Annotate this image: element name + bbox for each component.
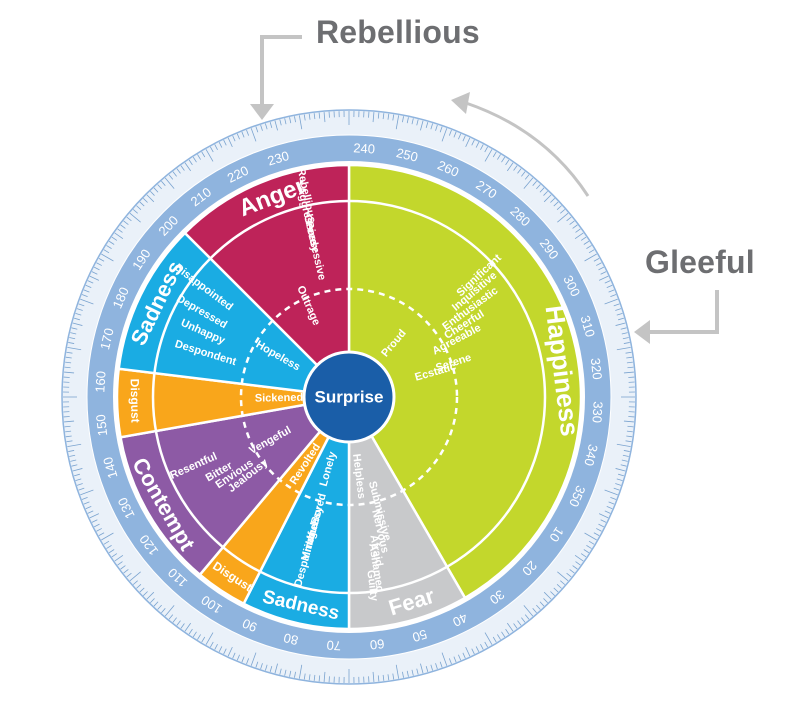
callout-rebellious: Rebellious — [316, 14, 480, 51]
callout-gleeful: Gleeful — [645, 244, 755, 281]
scale-number-150: 150 — [93, 414, 110, 437]
arrow-gleeful-line — [648, 290, 717, 332]
scale-number-160: 160 — [92, 371, 108, 394]
title-disgust-left: Disgust — [128, 379, 143, 423]
arrow-rebellious-head — [250, 104, 274, 120]
arrow-gleeful-head — [634, 320, 650, 344]
scale-number-330: 330 — [589, 401, 605, 424]
scale-number-60: 60 — [369, 636, 385, 653]
center-label: Surprise — [315, 388, 384, 407]
scale-number-240: 240 — [353, 140, 376, 156]
scale-number-70: 70 — [326, 638, 341, 654]
word-sickened: Sickened — [255, 392, 304, 405]
rotation-arrow-head — [451, 92, 470, 114]
scale-number-320: 320 — [588, 357, 605, 380]
arrow-rebellious-line — [262, 37, 302, 106]
